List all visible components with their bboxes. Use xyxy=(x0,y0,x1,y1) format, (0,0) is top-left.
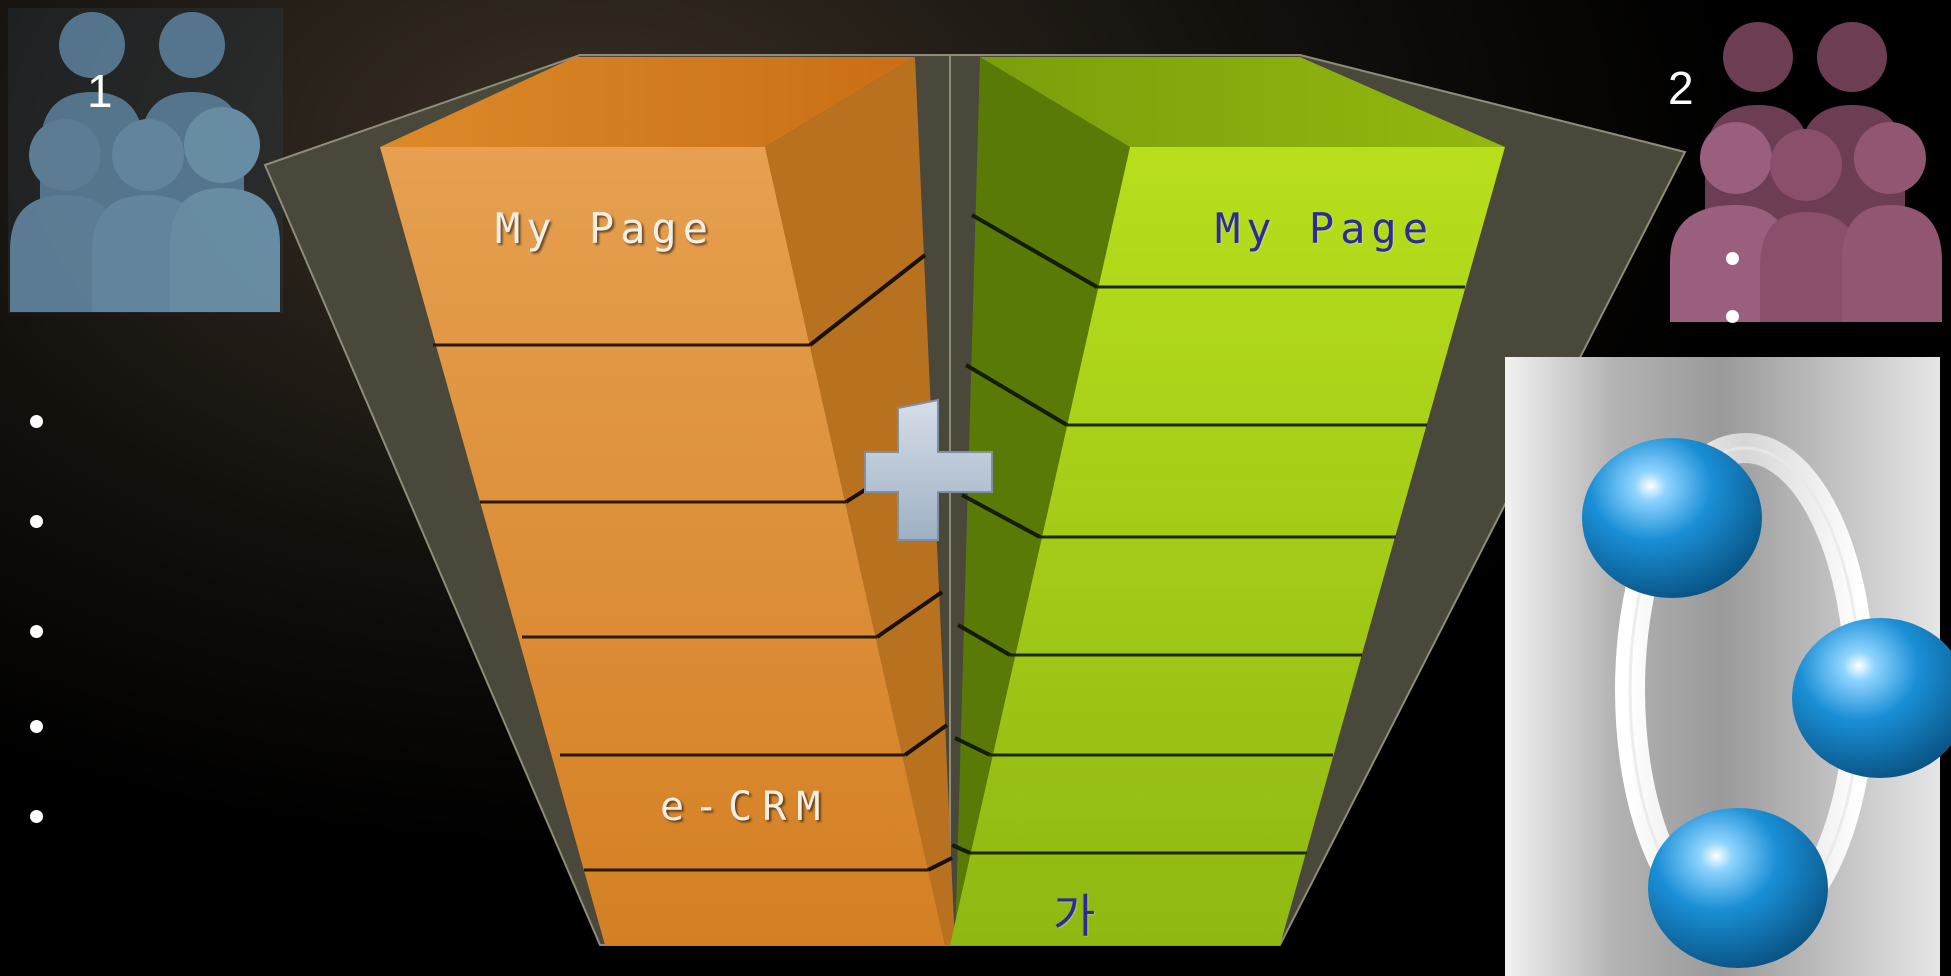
bullet-item xyxy=(30,625,43,638)
column-left-label-top: My Page xyxy=(495,204,715,253)
group-number-left: 1 xyxy=(87,65,113,117)
people-group-right-icon xyxy=(1670,22,1942,322)
bullet-item xyxy=(1726,310,1739,323)
group-number-right: 2 xyxy=(1668,62,1694,114)
bullet-item xyxy=(1726,252,1739,265)
bullet-item xyxy=(30,810,43,823)
column-right-label-bottom: 가 xyxy=(1053,889,1096,943)
column-right-green xyxy=(950,57,1505,945)
bullet-item xyxy=(30,720,43,733)
column-left-label-bottom: e-CRM xyxy=(660,784,831,830)
plus-icon xyxy=(864,398,993,541)
people-group-left-icon xyxy=(8,8,283,313)
column-right-label-top: My Page xyxy=(1215,204,1435,253)
three-spheres-ring-icon xyxy=(1505,357,1951,976)
bullet-item xyxy=(30,415,43,428)
column-left-orange xyxy=(380,57,955,945)
bullet-item xyxy=(30,515,43,528)
